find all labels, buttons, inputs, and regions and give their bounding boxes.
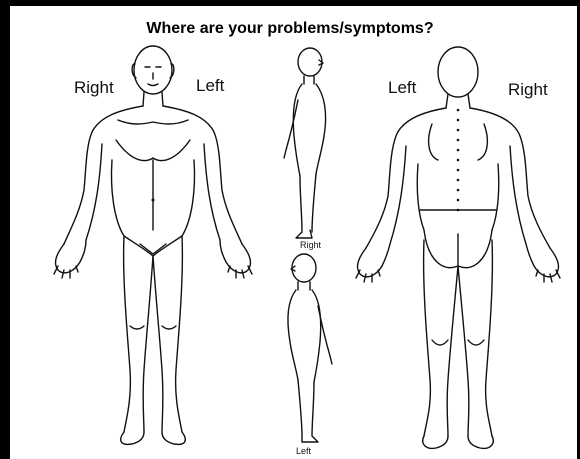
side-left-caption: Left — [296, 446, 311, 456]
side-right-body-figure — [272, 46, 342, 246]
front-body-figure — [40, 40, 270, 455]
side-right-caption: Right — [300, 240, 321, 250]
side-left-body-figure — [272, 252, 342, 448]
page-title: Where are your problems/symptoms? — [0, 20, 580, 38]
back-body-figure — [340, 40, 576, 455]
